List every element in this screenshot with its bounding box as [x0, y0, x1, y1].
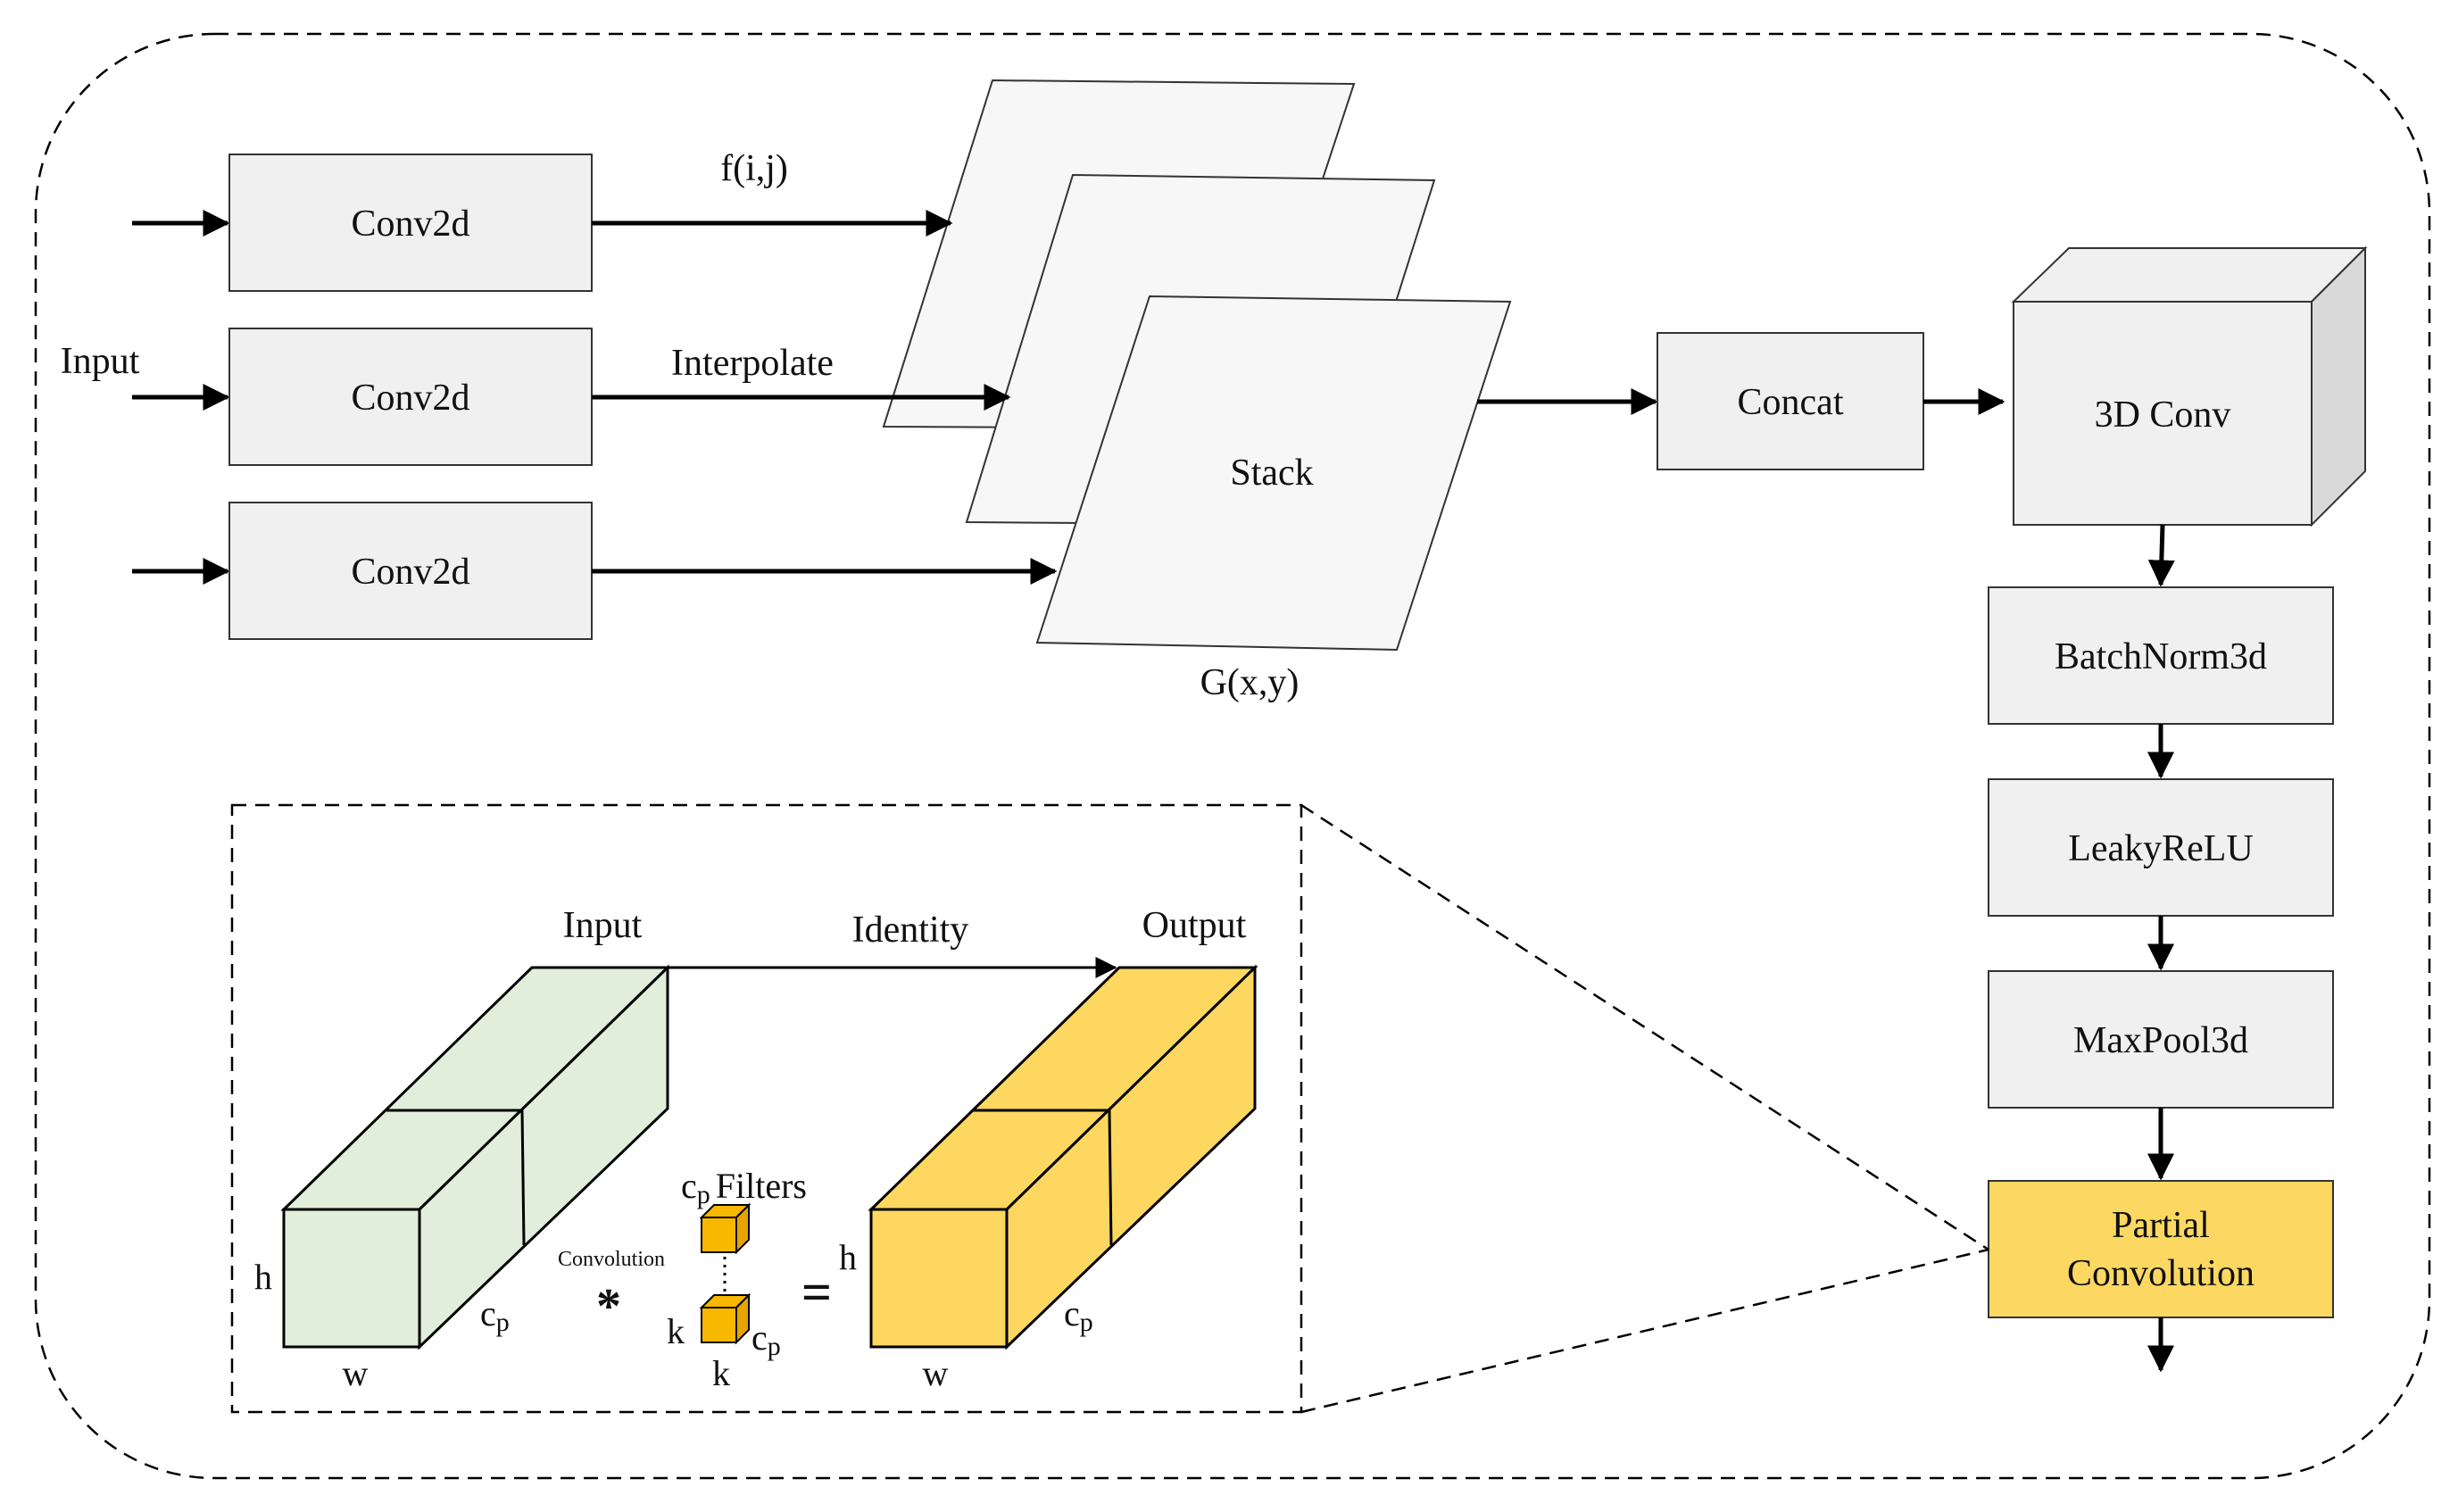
output-h-label: h: [839, 1237, 857, 1277]
filter-cube-top: [699, 1202, 752, 1255]
conv2d-label-2: Conv2d: [351, 378, 469, 419]
partial-label-line2: Convolution: [2067, 1253, 2255, 1294]
conv2d-label-3: Conv2d: [351, 552, 469, 593]
output-tensor: [868, 964, 1258, 1350]
concat-box: Concat: [1657, 332, 1924, 470]
inset-input-label: Input: [563, 905, 643, 946]
inset-output-label: Output: [1142, 905, 1247, 946]
gxy-label: G(x,y): [1200, 662, 1300, 703]
concat-label: Concat: [1738, 382, 1844, 423]
partial-label-line1: Partial: [2112, 1205, 2210, 1246]
output-w-label: w: [923, 1353, 949, 1393]
conv3d-cube: 3D Conv: [2011, 245, 2368, 528]
conv2d-label-1: Conv2d: [351, 204, 469, 245]
maxpool-box: MaxPool3d: [1988, 970, 2334, 1109]
batchnorm-label: BatchNorm3d: [2055, 636, 2267, 677]
input-h-label: h: [254, 1257, 272, 1297]
conv3d-label: 3D Conv: [2095, 395, 2231, 436]
convolution-star: *: [596, 1279, 621, 1334]
batchnorm-box: BatchNorm3d: [1988, 586, 2334, 725]
zoom-line-top: [1300, 803, 1989, 1251]
interpolate-label: Interpolate: [671, 343, 834, 384]
partial-convolution-box: Partial Convolution: [1988, 1180, 2334, 1318]
identity-label: Identity: [852, 910, 969, 951]
leakyrelu-box: LeakyReLU: [1988, 778, 2334, 917]
filter-cp-label: cp: [752, 1317, 781, 1361]
input-cp-label: cp: [480, 1293, 510, 1337]
filter-cube-bottom: [699, 1292, 752, 1345]
filter-k-bottom-label: k: [712, 1353, 730, 1393]
output-cp-label: cp: [1064, 1293, 1093, 1337]
leakyrelu-label: LeakyReLU: [2068, 828, 2254, 869]
conv2d-box-1: Conv2d: [228, 154, 593, 292]
fij-label: f(i,j): [720, 148, 788, 189]
input-w-label: w: [343, 1353, 369, 1393]
zoom-line-bottom: [1300, 1248, 1989, 1414]
conv2d-box-2: Conv2d: [228, 328, 593, 466]
feature-plane-front: [1035, 295, 1512, 652]
convolution-label: Convolution: [558, 1248, 665, 1271]
input-tensor: [280, 964, 671, 1350]
arrow-to-batchnorm: [2147, 524, 2175, 587]
filter-k-left-label: k: [667, 1311, 685, 1351]
inset-dashed-box: [230, 803, 1303, 1414]
conv2d-box-3: Conv2d: [228, 502, 593, 640]
outer-dashed-frame: [34, 32, 2431, 1480]
maxpool-label: MaxPool3d: [2073, 1020, 2248, 1061]
equals-sign: =: [801, 1263, 832, 1322]
input-label: Input: [61, 341, 140, 382]
stack-label: Stack: [1230, 453, 1313, 494]
